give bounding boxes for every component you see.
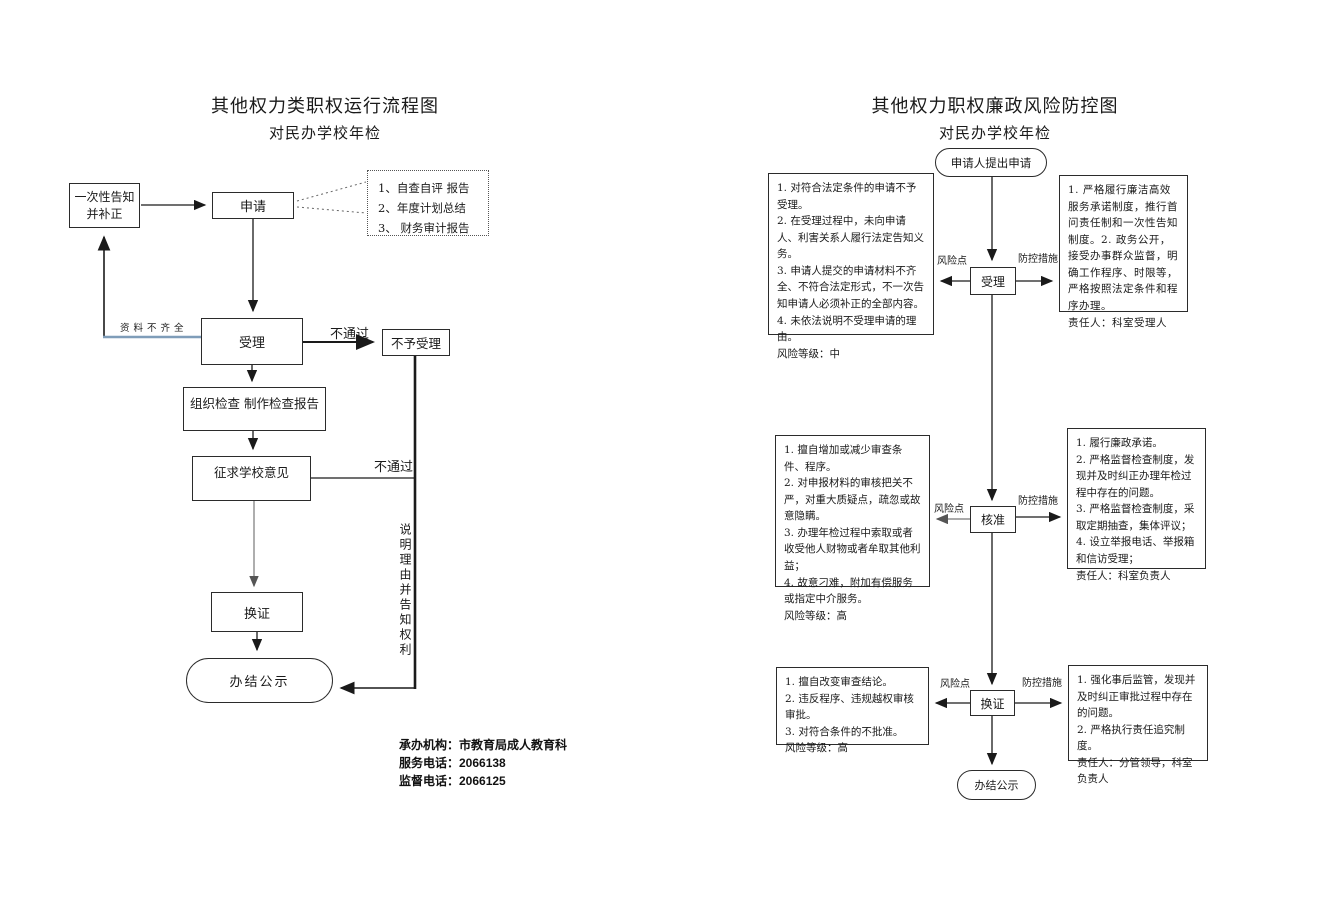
required-documents-box: 1、自查自评 报告 2、年度计划总结 3、 财务审计报告: [367, 170, 489, 236]
node-not-accept: 不予受理: [382, 329, 450, 356]
label-fail-accept: 不通过: [330, 327, 370, 342]
left-chart-subtitle: 对民办学校年检: [268, 124, 381, 142]
measure-box-accept: 1. 严格履行廉洁高效服务承诺制度，推行首问责任制和一次性告知制度。2. 政务公…: [1059, 175, 1188, 329]
label-explain-reason: 说明理由并告知权利: [398, 523, 412, 658]
label-fail-consult: 不通过: [374, 460, 414, 475]
node-consult-school: 征求学校意见: [192, 456, 311, 501]
risk-box-accept: 1. 对符合法定条件的申请不予受理。 2. 在受理过程中，未向申请人、利害关系人…: [768, 173, 934, 360]
node-completion-notice: 办结公示: [186, 658, 333, 703]
risk-box-renew: 1. 擅自改变审查结论。 2. 违反程序、违规越权审核审批。 3. 对符合条件的…: [776, 667, 929, 754]
risk-box-approve: 1. 擅自增加或减少审查条件、程序。 2. 对申报材料的审核把关不严，对重大质疑…: [775, 435, 930, 622]
footer-agency: 承办机构：市教育局成人教育科: [399, 738, 568, 752]
node-apply: 申请: [212, 192, 294, 219]
doc-item-1: 1、自查自评 报告: [378, 181, 470, 195]
left-chart-title: 其他权力类职权运行流程图: [211, 96, 439, 117]
footer-service-phone: 服务电话：2066138: [399, 756, 506, 770]
right-chart-subtitle: 对民办学校年检: [938, 124, 1051, 142]
right-chart-title: 其他权力职权廉政风险防控图: [871, 96, 1119, 117]
node-rc-accept: 受理: [970, 267, 1016, 295]
node-rc-approve: 核准: [970, 506, 1016, 533]
label-risk-point-1: 风险点: [937, 256, 967, 267]
measure-box-approve: 1. 履行廉政承诺。 2. 严格监督检查制度，发现并及时纠正办理年检过程中存在的…: [1067, 428, 1206, 582]
label-control-measure-1: 防控措施: [1018, 254, 1058, 265]
label-materials-incomplete: 资料不齐全: [120, 323, 188, 334]
label-control-measure-3: 防控措施: [1022, 678, 1062, 689]
node-organize-inspection: 组织检查 制作检查报告: [183, 387, 326, 431]
node-renew-certificate: 换证: [211, 592, 303, 632]
doc-item-3: 3、 财务审计报告: [378, 221, 470, 235]
footer-info: 承办机构：市教育局成人教育科 服务电话：2066138 监督电话：2066125: [399, 736, 567, 790]
node-rc-completion-notice: 办结公示: [957, 770, 1036, 800]
footer-supervise-phone: 监督电话：2066125: [399, 774, 506, 788]
node-applicant-submit: 申请人提出申请: [935, 148, 1047, 177]
doc-item-2: 2、年度计划总结: [378, 201, 466, 215]
label-control-measure-2: 防控措施: [1018, 496, 1058, 507]
node-rc-renew: 换证: [970, 690, 1015, 716]
label-risk-point-3: 风险点: [940, 679, 970, 690]
node-accept: 受理: [201, 318, 303, 365]
measure-box-renew: 1. 强化事后监管，发现并及时纠正审批过程中存在的问题。 2. 严格执行责任追究…: [1068, 665, 1208, 785]
node-one-time-notify: 一次性告知 并补正: [69, 183, 140, 228]
label-risk-point-2: 风险点: [934, 504, 964, 515]
